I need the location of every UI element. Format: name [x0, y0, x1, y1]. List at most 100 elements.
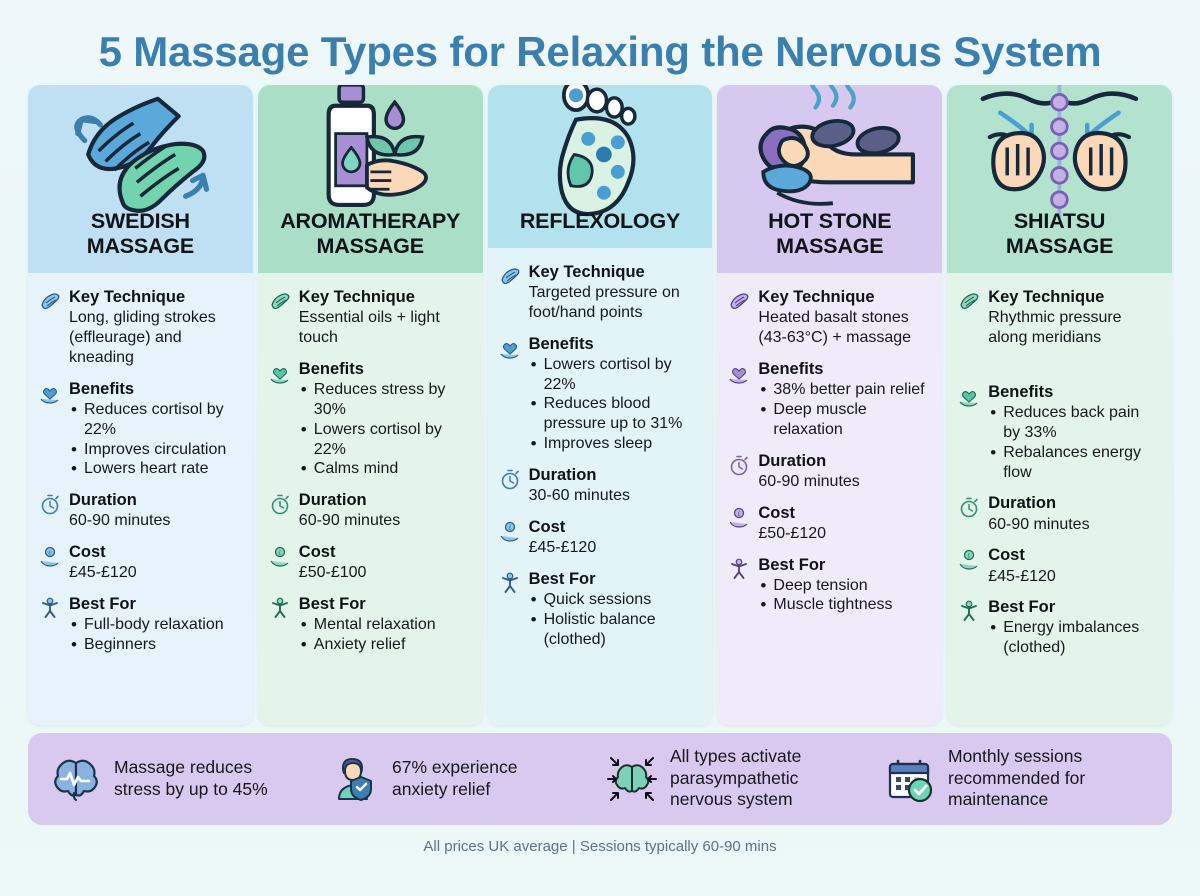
section-label: Cost [298, 543, 336, 562]
section-cost: £ Cost £50-£120 [727, 503, 930, 544]
card-body: Key Technique Targeted pressure on foot/… [487, 247, 713, 725]
person-icon [498, 571, 522, 595]
massage-card-reflexology[interactable]: REFLEXOLOGY Key Technique Targeted press… [487, 84, 713, 725]
benefits-list: 38% better pain reliefDeep muscle relaxa… [758, 379, 930, 439]
stopwatch-icon [957, 495, 981, 519]
cost-text: £50-£100 [298, 564, 367, 582]
hands-meridian-pressure-icon [955, 84, 1164, 217]
card-title: SHIATSU MASSAGE [1005, 208, 1114, 258]
person-icon [727, 557, 751, 581]
list-item: Improves circulation [71, 439, 241, 460]
svg-text:£: £ [508, 525, 511, 531]
section-best-for: Best For Quick sessionsHolistic balance … [498, 569, 701, 650]
card-body: Key Technique Heated basalt stones (43-6… [717, 273, 943, 725]
section-cost: £ Cost £45-£120 [498, 517, 701, 558]
svg-text:£: £ [278, 551, 281, 557]
coin-in-hand-icon: £ [727, 505, 751, 529]
section-label: Best For [758, 555, 826, 574]
coin-in-hand-icon: £ [957, 547, 981, 571]
section-label: Duration [298, 491, 367, 510]
section-technique: Key Technique Rhythmic pressure along me… [957, 287, 1160, 348]
section-label: Key Technique [758, 288, 875, 307]
svg-text:£: £ [738, 511, 741, 517]
section-label: Cost [528, 517, 566, 536]
cost-text: £45-£120 [988, 567, 1056, 585]
section-duration: Duration 60-90 minutes [38, 490, 241, 531]
section-duration: Duration 60-90 minutes [957, 493, 1160, 534]
footer-note: All prices UK average | Sessions typical… [423, 837, 777, 855]
section-benefits: Benefits Reduces cortisol by 22%Improves… [38, 379, 241, 479]
card-title: SWEDISH MASSAGE [86, 208, 195, 258]
heart-in-hand-icon [957, 384, 981, 408]
duration-text: 60-90 minutes [298, 512, 401, 530]
list-item: Lowers cortisol by 22% [531, 354, 701, 395]
list-item: Reduces back pain by 33% [990, 402, 1160, 443]
best-for-list: Energy imbalances (clothed) [988, 617, 1160, 658]
coin-in-hand-icon: £ [268, 544, 292, 568]
section-duration: Duration 60-90 minutes [268, 490, 471, 531]
massage-card-swedish[interactable]: SWEDISH MASSAGE Key Technique Long, glid… [28, 84, 253, 725]
massage-card-shiatsu[interactable]: SHIATSU MASSAGE Key Technique Rhythmic p… [947, 84, 1172, 725]
section-benefits: Benefits Reduces stress by 30%Lowers cor… [268, 359, 471, 479]
list-item: Full-body relaxation [71, 614, 241, 635]
section-cost: £ Cost £45-£120 [38, 542, 241, 583]
best-for-list: Full-body relaxationBeginners [69, 614, 241, 655]
section-label: Best For [69, 595, 136, 614]
list-item: Calms mind [301, 458, 471, 479]
best-for-list: Deep tensionMuscle tightness [758, 575, 930, 616]
list-item: Improves sleep [531, 433, 701, 454]
card-header: AROMATHERAPY MASSAGE [257, 84, 483, 274]
section-label: Best For [298, 595, 366, 614]
card-header: SHIATSU MASSAGE [947, 84, 1172, 274]
section-technique: Key Technique Targeted pressure on foot/… [498, 262, 701, 323]
section-label: Duration [69, 491, 137, 510]
heart-in-hand-icon [727, 361, 751, 385]
list-item: Anxiety relief [301, 634, 471, 655]
technique-text: Essential oils + light touch [298, 309, 440, 347]
duration-text: 60-90 minutes [69, 512, 171, 530]
stat-parasympathetic: All types activate parasympathetic nervo… [600, 746, 878, 812]
technique-text: Long, gliding strokes (effleurage) and k… [69, 309, 216, 367]
card-body: Key Technique Long, gliding strokes (eff… [28, 273, 253, 725]
massage-card-hot-stone[interactable]: HOT STONE MASSAGE Key Technique Heated b… [717, 84, 943, 725]
list-item: Reduces blood pressure up to 31% [531, 393, 701, 434]
section-label: Benefits [528, 334, 594, 353]
section-label: Benefits [69, 379, 135, 398]
card-title: AROMATHERAPY MASSAGE [280, 208, 461, 258]
oil-bottle-leaves-hand-icon [266, 84, 475, 207]
section-best-for: Best For Full-body relaxationBeginners [38, 594, 241, 655]
section-benefits: Benefits Lowers cortisol by 22%Reduces b… [498, 334, 701, 454]
stat-anxiety-relief: 67% experience anxiety relief [322, 753, 600, 805]
card-body: Key Technique Essential oils + light tou… [257, 273, 483, 725]
section-benefits: Benefits 38% better pain reliefDeep musc… [727, 359, 930, 440]
list-item: Mental relaxation [301, 614, 471, 635]
section-label: Duration [988, 494, 1057, 513]
list-item: Quick sessions [531, 589, 701, 610]
person-hot-stones-icon [725, 84, 934, 206]
cost-text: £45-£120 [528, 539, 597, 556]
stat-stress-reduction: Massage reduces stress by up to 45% [44, 753, 322, 805]
coin-in-hand-icon: £ [38, 544, 62, 568]
list-item: Reduces stress by 30% [301, 379, 471, 420]
two-hands-strokes-icon [36, 96, 245, 213]
section-label: Benefits [298, 360, 364, 379]
massage-card-aromatherapy[interactable]: AROMATHERAPY MASSAGE Key Technique Essen… [257, 84, 483, 725]
duration-text: 60-90 minutes [758, 472, 860, 490]
section-duration: Duration 30-60 minutes [498, 465, 701, 506]
massage-cards-row: SWEDISH MASSAGE Key Technique Long, glid… [28, 84, 1172, 725]
list-item: Deep tension [760, 575, 930, 596]
massaging-hands-icon [957, 289, 981, 313]
stat-text: 67% experience anxiety relief [392, 756, 518, 799]
section-label: Best For [988, 598, 1056, 617]
list-item: Energy imbalances (clothed) [990, 617, 1160, 658]
brain-inward-arrows-icon [606, 753, 658, 805]
heart-in-hand-icon [38, 381, 62, 405]
card-header: REFLEXOLOGY [487, 84, 713, 248]
best-for-list: Mental relaxationAnxiety relief [299, 614, 471, 655]
section-label: Best For [528, 569, 596, 588]
stopwatch-icon [38, 492, 62, 516]
section-label: Key Technique [528, 262, 645, 281]
section-label: Duration [758, 451, 827, 470]
duration-text: 30-60 minutes [528, 487, 630, 505]
